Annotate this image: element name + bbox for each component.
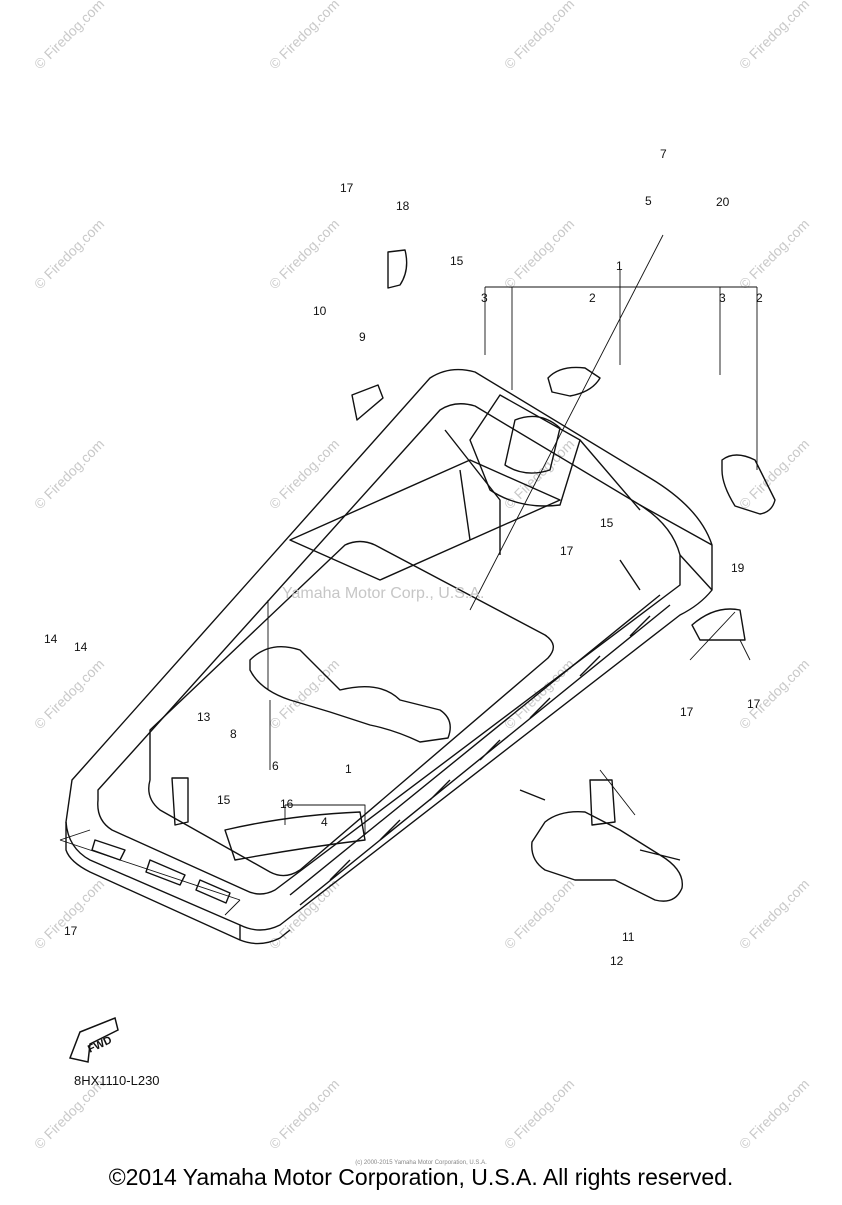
callout-17: 17 bbox=[64, 924, 78, 938]
callout-17: 17 bbox=[560, 544, 574, 558]
watermark-text: © Firedog.com bbox=[266, 216, 342, 292]
watermark-text: © Firedog.com bbox=[736, 1076, 812, 1152]
callout-5: 5 bbox=[645, 194, 652, 208]
watermark-text: © Firedog.com bbox=[31, 656, 107, 732]
frame-inner-rail bbox=[97, 403, 681, 895]
steering-gearbox bbox=[519, 779, 684, 902]
guard-4 bbox=[224, 811, 366, 861]
watermark-text: © Firedog.com bbox=[736, 876, 812, 952]
frame-rear-cross bbox=[639, 504, 713, 591]
tunnel-bracket bbox=[249, 646, 451, 743]
fwd-arrow: FWD bbox=[68, 1016, 119, 1063]
callout-2: 2 bbox=[756, 291, 763, 305]
watermark-text: © Firedog.com bbox=[31, 436, 107, 512]
watermark-text: © Firedog.com bbox=[266, 436, 342, 512]
leader-lines bbox=[59, 234, 758, 916]
watermark-text: © Firedog.com bbox=[266, 0, 342, 72]
callout-19: 19 bbox=[731, 561, 745, 575]
callout-4: 4 bbox=[321, 815, 328, 829]
watermark-text: © Firedog.com bbox=[501, 0, 577, 72]
watermark-text: © Firedog.com bbox=[31, 876, 107, 952]
callout-7: 7 bbox=[660, 147, 667, 161]
slide-pad-2-left bbox=[547, 366, 601, 397]
callout-8: 8 bbox=[230, 727, 237, 741]
callout-9: 9 bbox=[359, 330, 366, 344]
frame-bulkhead-cutouts bbox=[91, 839, 231, 904]
callout-15: 15 bbox=[600, 516, 614, 530]
callout-13: 13 bbox=[197, 710, 211, 724]
callout-16: 16 bbox=[280, 797, 294, 811]
strap-19 bbox=[691, 608, 746, 641]
watermark-text: © Firedog.com bbox=[736, 216, 812, 292]
watermark-text: © Firedog.com bbox=[31, 216, 107, 292]
watermark-text: © Firedog.com bbox=[31, 0, 107, 72]
callout-1: 1 bbox=[345, 762, 352, 776]
watermark-text: © Firedog.com bbox=[736, 656, 812, 732]
watermark-text: © Firedog.com bbox=[266, 656, 342, 732]
frame-outer-rail bbox=[65, 368, 713, 931]
frame-front-cross bbox=[289, 459, 561, 581]
watermark-text: © Firedog.com bbox=[736, 436, 812, 512]
watermark-text: © Firedog.com bbox=[266, 1076, 342, 1152]
copyright-notice: ©2014 Yamaha Motor Corporation, U.S.A. A… bbox=[108, 1164, 734, 1190]
callout-20: 20 bbox=[716, 195, 730, 209]
clip-16 bbox=[171, 777, 189, 826]
callout-1: 1 bbox=[616, 259, 623, 273]
callout-15: 15 bbox=[217, 793, 231, 807]
callout-17: 17 bbox=[747, 697, 761, 711]
callout-12: 12 bbox=[610, 954, 624, 968]
callout-11: 11 bbox=[622, 930, 635, 944]
center-watermark: Yamaha Motor Corp., U.S.A. bbox=[282, 585, 485, 602]
frame-rear-tub bbox=[469, 394, 581, 507]
watermark-text: © Firedog.com bbox=[501, 1076, 577, 1152]
slide-pad-2-right bbox=[721, 454, 776, 515]
callout-10: 10 bbox=[313, 304, 327, 318]
frame-front-bulkhead bbox=[65, 822, 291, 945]
callout-6: 6 bbox=[272, 759, 279, 773]
watermark-text: © Firedog.com bbox=[736, 0, 812, 72]
callout-18: 18 bbox=[396, 199, 410, 213]
callout-14: 14 bbox=[44, 632, 58, 646]
callout-15: 15 bbox=[450, 254, 464, 268]
frame-side-truss bbox=[289, 594, 671, 906]
watermark-text: © Firedog.com bbox=[501, 216, 577, 292]
watermark-text: © Firedog.com bbox=[501, 876, 577, 952]
frame-opening bbox=[148, 540, 554, 877]
bracket-9 bbox=[351, 384, 384, 421]
diagram-code: 8HX1110-L230 bbox=[74, 1073, 160, 1088]
watermark-layer: © Firedog.com © Firedog.com © Firedog.com ©… bbox=[31, 0, 812, 1152]
callout-17: 17 bbox=[680, 705, 694, 719]
frame-inner-panels bbox=[444, 429, 641, 591]
bracket-18 bbox=[387, 249, 408, 289]
callout-17: 17 bbox=[340, 181, 354, 195]
callout-3: 3 bbox=[481, 291, 488, 305]
callout-3: 3 bbox=[719, 291, 726, 305]
frame-assembly bbox=[59, 234, 776, 945]
fine-print: (c) 2000-2015 Yamaha Motor Corporation, … bbox=[355, 1160, 487, 1166]
watermark-text: © Firedog.com bbox=[266, 876, 342, 952]
callout-2: 2 bbox=[589, 291, 596, 305]
callout-14: 14 bbox=[74, 640, 88, 654]
